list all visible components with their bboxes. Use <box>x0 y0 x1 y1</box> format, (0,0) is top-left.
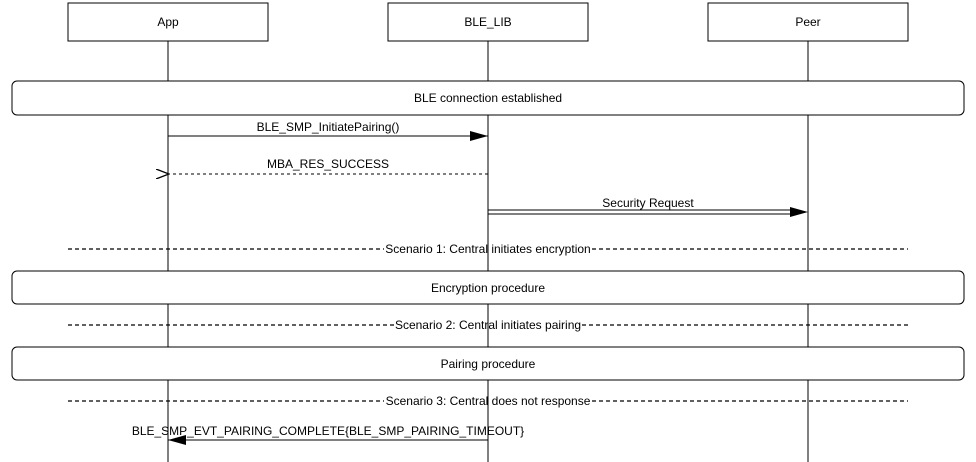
participant-ble-lib-label: BLE_LIB <box>464 15 511 29</box>
message-res-success: MBA_RES_SUCCESS <box>169 157 488 174</box>
divider-scenario-2-label: Scenario 2: Central initiates pairing <box>395 318 581 332</box>
participant-peer-label: Peer <box>795 15 820 29</box>
bar-connection-established: BLE connection established <box>11 80 965 116</box>
participant-app: App <box>67 2 269 42</box>
divider-scenario-1-label: Scenario 1: Central initiates encryption <box>385 242 590 256</box>
message-initiate-pairing: BLE_SMP_InitiatePairing() <box>168 120 488 141</box>
bar-pairing-procedure: Pairing procedure <box>11 346 965 381</box>
message-initiate-pairing-label: BLE_SMP_InitiatePairing() <box>257 120 400 134</box>
message-pairing-complete-label: BLE_SMP_EVT_PAIRING_COMPLETE{BLE_SMP_PAI… <box>132 424 524 438</box>
bar-connection-established-label: BLE connection established <box>414 91 562 105</box>
bar-pairing-procedure-label: Pairing procedure <box>441 357 536 371</box>
message-pairing-complete: BLE_SMP_EVT_PAIRING_COMPLETE{BLE_SMP_PAI… <box>132 424 524 445</box>
participant-peer: Peer <box>707 2 909 42</box>
participant-app-label: App <box>157 15 179 29</box>
message-security-request-arrowhead <box>790 207 808 217</box>
divider-scenario-2: Scenario 2: Central initiates pairing <box>68 318 908 332</box>
message-security-request: Security Request <box>488 196 808 217</box>
divider-scenario-3: Scenario 3: Central does not response <box>68 394 908 408</box>
participant-ble-lib: BLE_LIB <box>387 2 589 42</box>
divider-scenario-3-label: Scenario 3: Central does not response <box>386 394 591 408</box>
bar-encryption-procedure: Encryption procedure <box>11 270 965 305</box>
divider-scenario-1: Scenario 1: Central initiates encryption <box>68 242 908 256</box>
message-res-success-label: MBA_RES_SUCCESS <box>267 157 389 171</box>
message-security-request-label: Security Request <box>602 196 694 210</box>
bar-encryption-procedure-label: Encryption procedure <box>431 281 545 295</box>
